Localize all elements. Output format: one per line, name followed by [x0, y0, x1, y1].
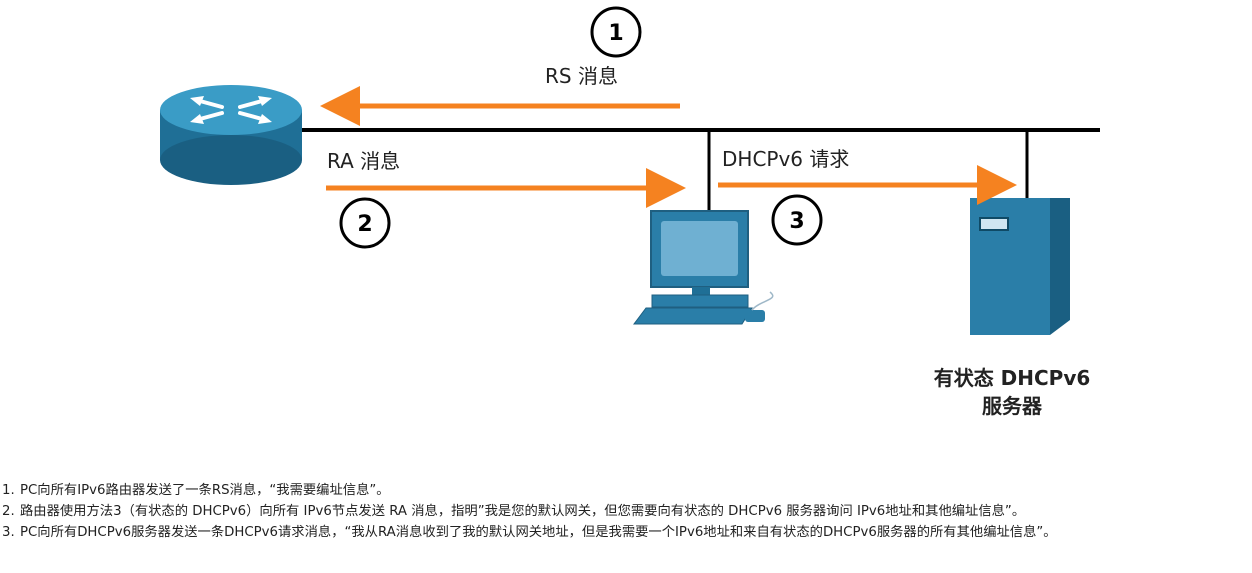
step-item-3: 3. PC向所有DHCPv6服务器发送一条DHCPv6请求消息，“我从RA消息收… [2, 522, 1250, 543]
server-title-line2: 服务器 [982, 394, 1043, 418]
step-item-3-text: PC向所有DHCPv6服务器发送一条DHCPv6请求消息，“我从RA消息收到了我… [20, 525, 1057, 540]
step-item-1-number: 1. [2, 483, 15, 498]
dhcpv6-diagram: RS 消息 RA 消息 DHCPv6 请求 1 2 3 有状态 DHCPv6 服… [160, 6, 1100, 418]
step-item-2: 2. 路由器使用方法3（有状态的 DHCPv6）向所有 IPv6节点发送 RA … [2, 501, 1250, 522]
step-badge-3: 3 [771, 194, 823, 246]
step-item-2-number: 2. [2, 504, 15, 519]
server-title-line1: 有状态 DHCPv6 [934, 366, 1091, 390]
step-list: 1. PC向所有IPv6路由器发送了一条RS消息，“我需要编址信息”。 2. 路… [2, 480, 1250, 543]
step-item-1-text: PC向所有IPv6路由器发送了一条RS消息，“我需要编址信息”。 [20, 483, 390, 498]
step-badge-1-number: 1 [608, 21, 623, 46]
step-badge-1: 1 [590, 6, 642, 58]
server-icon [970, 198, 1070, 335]
step-item-1: 1. PC向所有IPv6路由器发送了一条RS消息，“我需要编址信息”。 [2, 480, 1250, 501]
ra-message-label: RA 消息 [327, 149, 400, 173]
router-icon [160, 85, 302, 185]
step-item-3-number: 3. [2, 525, 15, 540]
rs-message-label: RS 消息 [545, 64, 618, 88]
pc-icon [633, 210, 774, 325]
step-badge-2: 2 [339, 197, 391, 249]
dhcpv6-request-label: DHCPv6 请求 [722, 147, 849, 171]
step-item-2-text: 路由器使用方法3（有状态的 DHCPv6）向所有 IPv6节点发送 RA 消息，… [20, 504, 1026, 519]
step-badge-2-number: 2 [357, 212, 372, 237]
step-badge-3-number: 3 [789, 209, 804, 234]
